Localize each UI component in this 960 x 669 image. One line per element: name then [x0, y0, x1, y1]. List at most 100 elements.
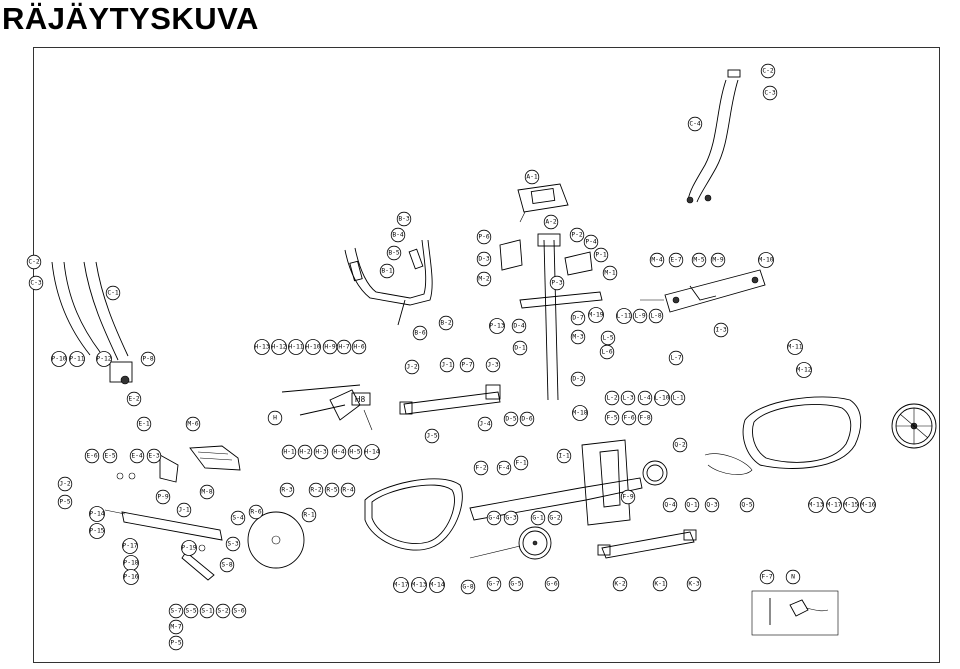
callout-p-1: P-1 [593, 247, 609, 263]
callout-m-13: M-13 [411, 577, 427, 593]
callout-label: B-3 [398, 216, 410, 223]
callout-label: L-8 [650, 313, 662, 320]
callout-label: E-1 [138, 421, 150, 428]
callout-label: I-1 [558, 453, 570, 460]
callout-h-7: H-7 [336, 339, 352, 355]
callout-label: G-7 [488, 581, 500, 588]
callout-m-3: M-3 [570, 329, 586, 345]
callout-label: M-4 [651, 257, 663, 264]
callout-p-18: P-18 [123, 555, 139, 571]
callout-label: J-2 [406, 364, 418, 371]
callout-label: D-7 [572, 315, 584, 322]
callout-label: G-5 [510, 581, 522, 588]
callout-l-11: L-11 [616, 308, 632, 324]
callout-r-3: R-3 [279, 482, 295, 498]
callout-h-11: H-11 [288, 339, 304, 355]
callout-p-3: P-3 [549, 275, 565, 291]
callout-label: P-11 [69, 356, 84, 363]
callout-g-8: G-8 [460, 579, 476, 595]
callout-p-17: P-17 [122, 538, 138, 554]
main-frame-base [469, 439, 643, 526]
callout-label: M-19 [588, 312, 603, 319]
callout-m-1: M-1 [602, 265, 618, 281]
callout-b-1: B-1 [379, 263, 395, 279]
callout-q-1: Q-1 [684, 497, 700, 513]
callout-h-13: H-13 [254, 339, 270, 355]
callout-h-2: H-2 [297, 444, 313, 460]
callout-label: L-3 [622, 395, 634, 402]
callout-h-10: H-10 [305, 339, 321, 355]
callout-label: M-18 [572, 410, 587, 417]
callout-q-5: Q-5 [739, 497, 755, 513]
callout-label: S-2 [217, 608, 229, 615]
callout-p-14: P-14 [89, 506, 105, 522]
pedal-foot-plate [189, 445, 241, 471]
callout-label: D-1 [514, 345, 526, 352]
callout-label: B-5 [388, 250, 400, 257]
callout-label: P-13 [489, 323, 504, 330]
rear-stabilizer [104, 509, 223, 541]
callout-label: L-5 [602, 335, 614, 342]
callout-label: F-1 [515, 460, 527, 467]
page-title: RÄJÄYTYSKUVA [2, 1, 259, 36]
callout-l-9: L-9 [632, 308, 648, 324]
callout-label: P-4 [585, 239, 597, 246]
chain-cover-disc [247, 511, 305, 569]
callout-label: C-3 [764, 90, 776, 97]
callout-label: L-7 [670, 355, 682, 362]
callout-label: B-4 [392, 232, 404, 239]
callout-b-5: B-5 [386, 245, 402, 261]
callout-label: P-6 [478, 234, 490, 241]
callout-label: M-13 [411, 582, 426, 589]
pivot-arm-assembly [640, 269, 766, 313]
callout-label: L-9 [634, 313, 646, 320]
callout-p-2: P-2 [569, 227, 585, 243]
callout-j-3: J-3 [485, 357, 501, 373]
flywheel [642, 453, 753, 486]
callout-label: F-6 [623, 415, 635, 422]
callout-label: S-8 [221, 562, 233, 569]
callout-label: S-4 [232, 515, 244, 522]
callout-p-11: P-11 [69, 351, 85, 367]
callout-k-3: K-3 [686, 576, 702, 592]
callout-label: L-6 [601, 349, 613, 356]
callout-label: P-2 [571, 232, 583, 239]
callout-i-1: I-1 [556, 448, 572, 464]
callout-m-7: M-7 [168, 619, 184, 635]
callout-i-3: I-3 [713, 322, 729, 338]
callout-h-6: H-6 [351, 339, 367, 355]
callout-b-3: B-3 [396, 211, 412, 227]
callout-f-6: F-6 [621, 410, 637, 426]
callout-label: D-3 [478, 256, 490, 263]
callout-label: J-5 [426, 433, 438, 440]
callout-label: G-6 [546, 581, 558, 588]
callout-label: F-4 [498, 465, 510, 472]
callout-b-2: B-2 [438, 315, 454, 331]
callout-j-5: J-5 [424, 428, 440, 444]
callout-p-13: P-13 [489, 318, 505, 334]
callout-label: P-5 [59, 499, 71, 506]
callout-label: M-6 [187, 421, 199, 428]
callout-s-7: S-7 [168, 603, 184, 619]
callout-p-5: P-5 [57, 494, 73, 510]
crank-bar [399, 384, 501, 415]
callout-e-1: E-1 [136, 416, 152, 432]
callout-label: Q-1 [686, 502, 698, 509]
callout-label: E-3 [148, 453, 160, 460]
callout-l-8: L-8 [648, 308, 664, 324]
callout-label: M-1 [604, 270, 616, 277]
callout-label: D-2 [572, 376, 584, 383]
callout-label: J-3 [487, 362, 499, 369]
callout-e-3: E-3 [146, 448, 162, 464]
callout-h-12: H-12 [271, 339, 287, 355]
callout-s-5: S-5 [183, 603, 199, 619]
callout-label: R-4 [342, 487, 354, 494]
callout-label: G-8 [462, 584, 474, 591]
callout-label: L-1 [672, 395, 684, 402]
callout-c-4: C-4 [687, 116, 703, 132]
callout-q-3: Q-3 [704, 497, 720, 513]
callout-label: D-5 [505, 416, 517, 423]
callout-c-1: C-1 [105, 285, 121, 301]
callout-j-2: J-2 [404, 359, 420, 375]
callout-label: M-11 [787, 344, 802, 351]
